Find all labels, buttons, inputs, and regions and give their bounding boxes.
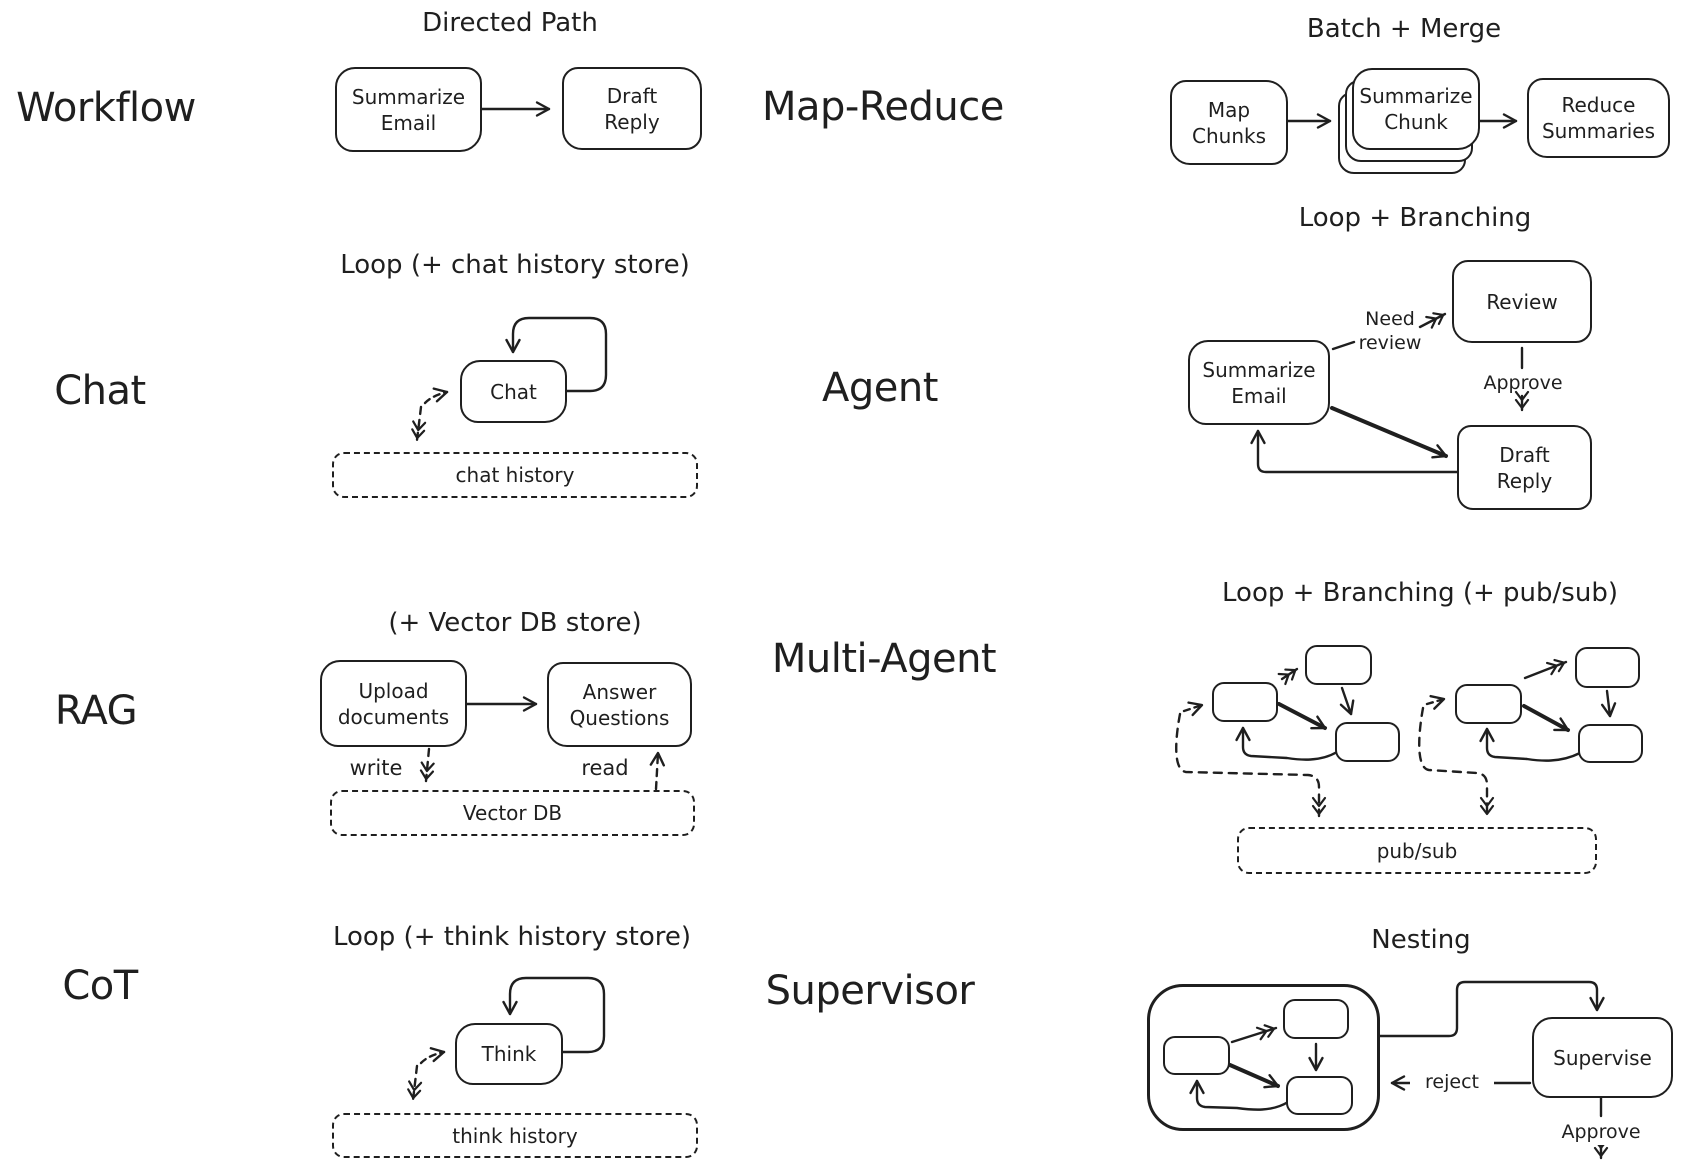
think-history-store: think history — [332, 1113, 698, 1158]
multi-agent-right-entry-arrow — [1425, 694, 1446, 710]
supervisor-inner-node-b — [1283, 999, 1349, 1039]
agent-title: Loop + Branching — [1298, 203, 1532, 233]
supervisor-inner-node-c — [1286, 1076, 1353, 1115]
chat-title: Loop (+ chat history store) — [340, 250, 690, 280]
workflow-label: Workflow — [16, 85, 196, 131]
agent-box-summarize-email: Summarize Email — [1188, 340, 1330, 425]
cot-entry-arrow — [419, 1047, 446, 1065]
map-reduce-title: Batch + Merge — [1306, 14, 1502, 44]
supervisor-box-supervise: Supervise — [1532, 1017, 1673, 1098]
rag-read-arrow — [649, 751, 666, 791]
rag-write-edge-label: write — [349, 756, 403, 780]
workflow-box-summarize-email: Summarize Email — [335, 67, 482, 152]
supervisor-reject-edge-label: reject — [1410, 1071, 1494, 1095]
multi-agent-left-b-c-arrow — [1339, 686, 1355, 716]
multi-agent-left-node-a — [1212, 682, 1278, 722]
vector-db-store: Vector DB — [330, 790, 695, 836]
workflow-title: Directed Path — [422, 8, 598, 38]
cot-title: Loop (+ think history store) — [332, 922, 692, 952]
chat-store-arrow — [411, 405, 427, 442]
map-reduce-box-summarize-chunk: Summarize Chunk — [1352, 68, 1480, 150]
map-reduce-box-reduce-summaries: Reduce Summaries — [1527, 78, 1670, 158]
multi-agent-right-loop-arrow — [1479, 727, 1582, 762]
chat-entry-arrow — [423, 387, 449, 405]
pub-sub-store: pub/sub — [1237, 827, 1597, 874]
multi-agent-left-node-b — [1305, 645, 1372, 685]
map-reduce-box-map-chunks: Map Chunks — [1170, 80, 1288, 165]
multi-agent-label: Multi-Agent — [771, 636, 997, 682]
rag-box-upload-documents: Upload documents — [320, 660, 467, 747]
multi-agent-title: Loop + Branching (+ pub/sub) — [1222, 578, 1618, 608]
multi-agent-right-a-b-arrow — [1523, 658, 1568, 680]
chat-box-chat: Chat — [460, 360, 567, 423]
multi-agent-left-entry-arrow — [1182, 701, 1204, 717]
supervisor-label: Supervisor — [765, 968, 975, 1014]
multi-agent-left-loop-arrow — [1235, 726, 1339, 761]
rag-box-answer-questions: Answer Questions — [547, 662, 692, 747]
rag-read-edge-label: read — [581, 756, 629, 780]
agent-draft-arrow — [1330, 406, 1448, 459]
multi-agent-right-pubsub-arrow — [1418, 706, 1495, 818]
chat-label: Chat — [54, 368, 146, 414]
rag-title: (+ Vector DB store) — [388, 608, 642, 638]
multi-agent-left-node-c — [1335, 722, 1400, 762]
multi-agent-right-a-c-arrow — [1522, 704, 1570, 732]
supervisor-approve-edge-label: Approve — [1541, 1121, 1661, 1145]
agent-approve-edge-label: Approve — [1483, 372, 1563, 394]
agent-box-review: Review — [1452, 260, 1592, 343]
multi-agent-left-a-b-arrow — [1277, 667, 1299, 686]
agent-loopback-arrow — [1250, 429, 1459, 474]
cot-label: CoT — [62, 963, 138, 1009]
cot-store-arrow — [407, 1064, 423, 1102]
workflow-box-draft-reply: Draft Reply — [562, 67, 702, 150]
multi-agent-right-node-a — [1455, 684, 1522, 724]
cot-box-think: Think — [455, 1023, 563, 1085]
multi-agent-right-node-b — [1575, 647, 1640, 688]
rag-write-arrow — [419, 747, 435, 783]
multi-agent-right-node-c — [1578, 724, 1643, 763]
map-reduce-label: Map-Reduce — [762, 84, 1004, 130]
agent-box-draft-reply: Draft Reply — [1457, 425, 1592, 510]
chat-history-store: chat history — [332, 452, 698, 498]
multi-agent-right-b-c-arrow — [1600, 689, 1617, 718]
multi-agent-left-pubsub-arrow — [1175, 712, 1327, 818]
supervisor-title: Nesting — [1371, 925, 1471, 955]
agent-need-review-edge-label: Need review — [1358, 308, 1422, 354]
rag-label: RAG — [54, 688, 138, 734]
multi-agent-left-a-c-arrow — [1277, 702, 1327, 730]
supervisor-inner-node-a — [1163, 1036, 1230, 1075]
agent-label: Agent — [822, 365, 938, 411]
